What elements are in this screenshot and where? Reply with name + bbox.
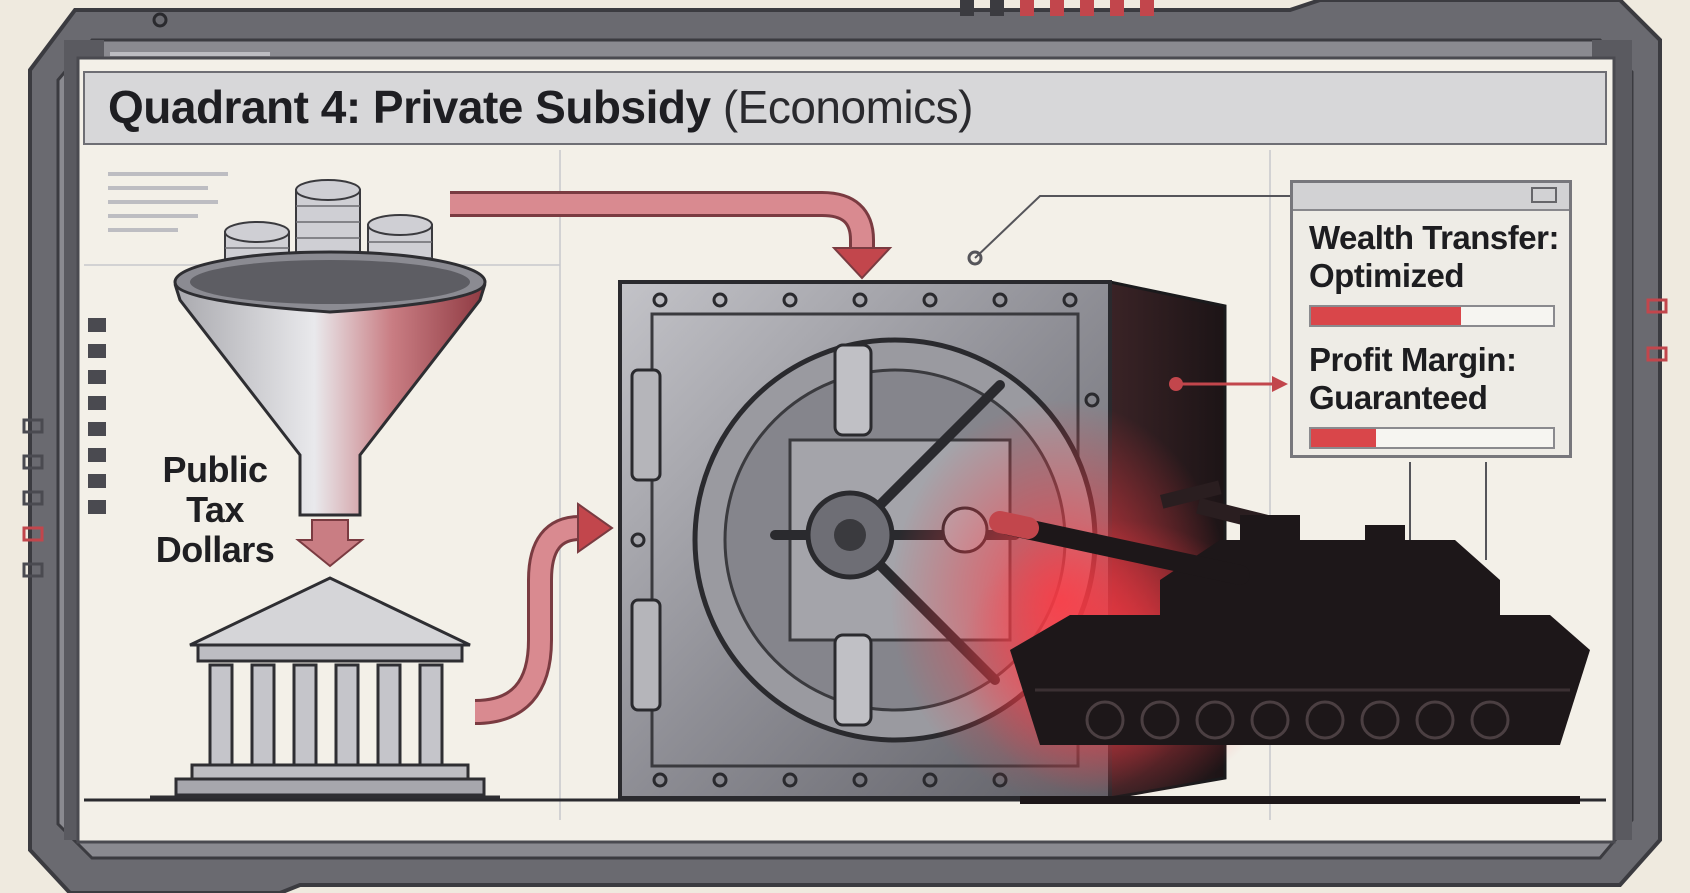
metric-profit-margin: Profit Margin: Guaranteed xyxy=(1309,341,1516,417)
progress-bar-profit-margin xyxy=(1309,427,1555,449)
metric-value: Guaranteed xyxy=(1309,379,1516,417)
title-bold: Quadrant 4: Private Subsidy xyxy=(108,81,711,133)
title-subject: (Economics) xyxy=(711,81,973,133)
status-panel: Wealth Transfer: Optimized Profit Margin… xyxy=(1290,180,1572,458)
progress-bar-wealth-transfer xyxy=(1309,305,1555,327)
progress-fill xyxy=(1311,307,1461,325)
metric-wealth-transfer: Wealth Transfer: Optimized xyxy=(1309,219,1559,295)
progress-fill xyxy=(1311,429,1376,447)
funnel-label-line1: Public xyxy=(140,450,290,490)
window-button-icon xyxy=(1531,187,1557,203)
panel-header xyxy=(1293,183,1569,211)
metric-label: Wealth Transfer: xyxy=(1309,219,1559,257)
metric-label: Profit Margin: xyxy=(1309,341,1516,379)
page-title: Quadrant 4: Private Subsidy (Economics) xyxy=(108,80,973,134)
metric-value: Optimized xyxy=(1309,257,1559,295)
funnel-label-line2: Tax xyxy=(140,490,290,530)
funnel-label: Public Tax Dollars xyxy=(140,450,290,570)
funnel-label-line3: Dollars xyxy=(140,530,290,570)
